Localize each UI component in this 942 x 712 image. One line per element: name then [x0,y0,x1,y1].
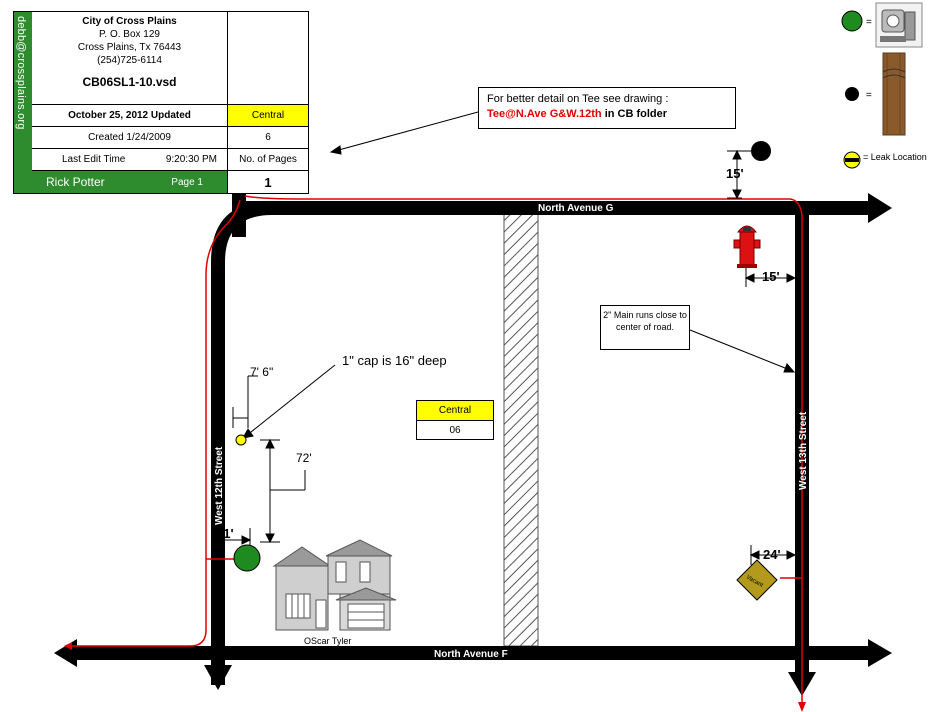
file-name: CB06SL1-10.vsd [82,75,177,89]
cap-leak-marker [235,434,247,446]
title-row-created: Created 1/24/2009 6 [32,126,308,148]
updated-date: October 25, 2012 Updated [32,105,228,126]
road-arrow-east-g [868,193,892,223]
utility-pole-marker [751,141,771,161]
central-tag: Central 06 [416,400,494,440]
road-corner-nw [211,201,272,650]
gas-main-line [244,195,803,706]
legend-pole-icon [845,87,859,101]
dim-hydrant [744,268,797,287]
phone: (254)725-6114 [97,55,162,66]
alley-strip [503,213,539,647]
address-line2: Cross Plains, Tx 76443 [77,42,182,53]
author-name: Rick Potter [46,175,105,189]
dim-vacant-label: 24' [763,547,781,562]
central-tag-label: Central [417,401,493,421]
legend-meter-icon [841,10,863,32]
cap-depth-note: 1" cap is 16" deep [342,353,447,368]
gas-meter-marker [233,544,261,572]
owner-name: OScar Tyler [304,636,352,646]
title-row-updated: October 25, 2012 Updated Central [32,104,308,126]
house-icon [272,539,397,631]
title-block-sidebar: debb@crossplains.org [14,12,32,193]
tee-note-line1: For better detail on Tee see drawing : [487,93,669,105]
dim-cap [232,375,258,428]
legend-leak-label: = Leak Location [863,152,927,162]
pages-count: 6 [265,132,271,143]
tee-drawing-link[interactable]: Tee@N.Ave G&W.12th [487,108,602,120]
legend-pole-eq: = [866,90,872,101]
page-label: Page 1 [171,176,203,188]
dim-pole [727,149,751,200]
district-cell: Central [228,105,308,126]
road-arrow-west-f [54,639,77,667]
road-arrow-south-12th [204,665,232,690]
email-text: debb@crossplains.org [15,16,27,130]
road-north-avenue-f [72,646,872,660]
vacant-lot-marker: Vacant [736,559,778,601]
main-runs-note: 2" Main runs close to center of road. [600,305,690,350]
author-cell: Rick Potter Page 1 [32,171,228,193]
central-tag-value: 06 [449,425,461,436]
org-name: City of Cross Plains [82,16,177,27]
dim-meter-label: 21' [216,526,234,541]
dim-pole-label: 15' [726,166,744,181]
gas-main-arrow-west [64,642,72,650]
title-block-header: City of Cross Plains P. O. Box 129 Cross… [32,12,228,104]
title-row-last-edit: Last Edit Time 9:20:30 PM No. of Pages [32,148,308,170]
street-label-north-avenue-f: North Avenue F [434,649,508,660]
last-edit-cell: Last Edit Time 9:20:30 PM [32,149,228,170]
legend: = = [841,2,923,169]
dim-hydrant-label: 15' [762,269,780,284]
road-arrow-east-f [868,639,892,667]
title-block: debb@crossplains.org City of Cross Plain… [13,11,309,194]
dim-cap-meter-label: 72' [296,451,312,465]
street-label-north-avenue-g: North Avenue G [538,203,614,214]
fire-hydrant-icon [733,225,761,268]
utility-pole-icon [882,52,906,136]
gas-main-west [72,199,241,647]
leader-lines [242,111,796,439]
last-edit-label: Last Edit Time [62,154,126,165]
road-north-avenue-g [240,201,870,215]
dim-vacant [749,545,797,565]
gas-main [72,195,803,706]
meter-device-icon [875,2,923,48]
address-line1: P. O. Box 129 [99,29,160,40]
dim-meter [211,528,252,545]
dim-cap-meter [260,438,306,544]
legend-meter-eq: = [866,17,872,28]
title-row-author: Rick Potter Page 1 1 [32,170,308,193]
street-label-west-13th: West 13th Street [798,411,809,490]
created-date: Created 1/24/2009 [32,127,228,148]
tee-note-line2: Tee@N.Ave G&W.12th in CB folder [487,107,727,122]
street-label-west-12th: West 12th Street [214,446,225,525]
tee-note-suffix: in CB folder [601,108,668,120]
page-number: 1 [228,171,308,193]
gas-main-arrow-south [798,702,806,712]
pages-label: No. of Pages [239,154,297,165]
last-edit-time: 9:20:30 PM [165,154,217,165]
roads [54,192,892,696]
dim-cap-label: 7' 6" [250,365,273,379]
road-stub-north [232,192,246,237]
tee-detail-note: For better detail on Tee see drawing : T… [478,87,736,129]
